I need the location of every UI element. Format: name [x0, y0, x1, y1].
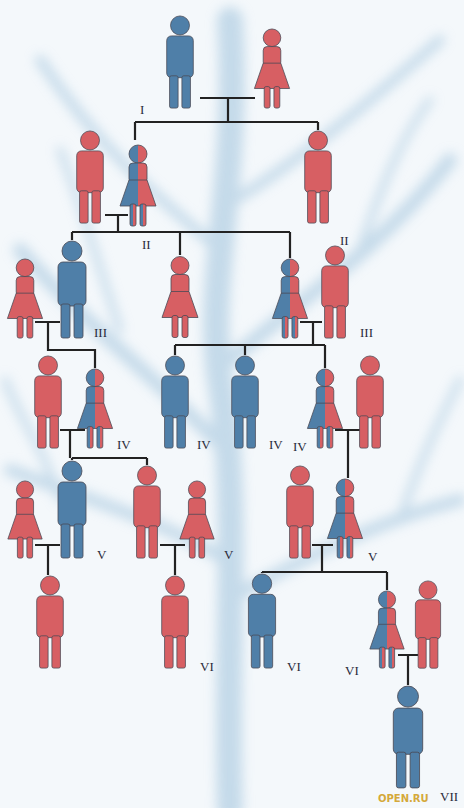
generation-numeral: II [142, 238, 151, 252]
generation-numeral: II [340, 234, 349, 248]
generation-numeral: VI [200, 660, 214, 674]
family-figures [7, 16, 440, 788]
generation-numeral: VII [440, 790, 458, 804]
generation-numeral: V [224, 548, 233, 562]
generation-numeral: IV [269, 438, 283, 452]
generation-numeral: III [360, 326, 373, 340]
generation-numeral: V [368, 550, 377, 564]
generation-numeral: VI [345, 664, 359, 678]
generation-numeral: I [140, 103, 144, 117]
generation-numeral: IV [117, 438, 131, 452]
watermark: OPEN.RU [378, 792, 429, 806]
generation-numeral: III [94, 326, 107, 340]
generation-numeral: VI [287, 660, 301, 674]
generation-numeral: V [97, 548, 106, 562]
generation-numeral: IV [293, 440, 307, 454]
pedigree-lines [35, 98, 418, 685]
generation-numeral: IV [197, 438, 211, 452]
